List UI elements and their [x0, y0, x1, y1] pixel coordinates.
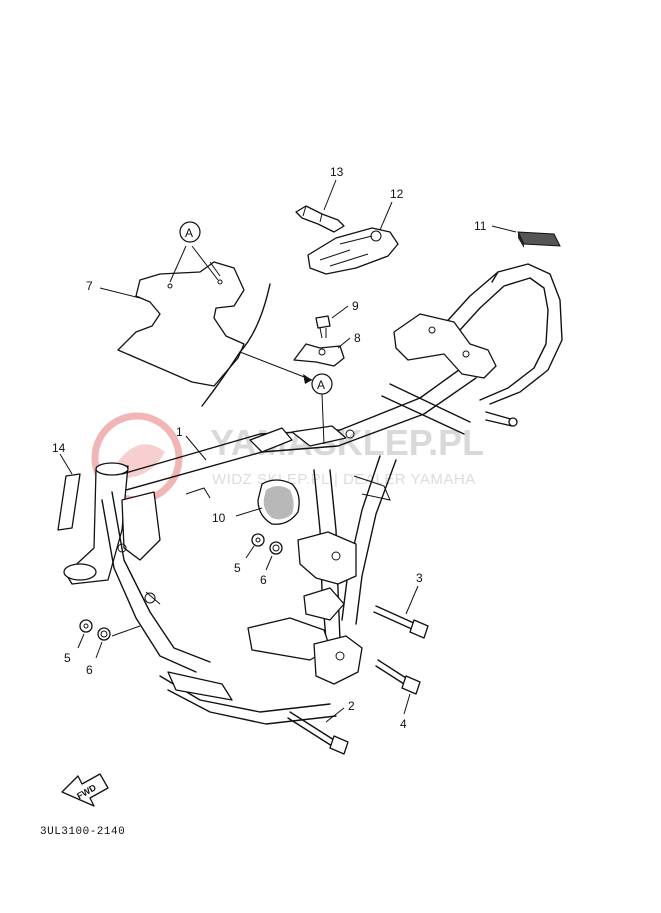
marker-a-bottom: A [311, 373, 333, 445]
callout-3: 3 [416, 571, 423, 585]
part-11-rubber [491, 225, 561, 248]
callout-2: 2 [348, 699, 355, 713]
part-7-plate [99, 245, 245, 387]
part-2-bolt [287, 707, 349, 755]
callout-9: 9 [352, 299, 359, 313]
part-1-frame [63, 263, 563, 725]
part-12-pad [307, 201, 399, 275]
callout-5-lower: 5 [64, 651, 71, 665]
callout-12: 12 [390, 187, 404, 201]
part-13-strap [295, 179, 345, 233]
part-6-washer-upper [265, 541, 283, 571]
part-3-bolt [373, 585, 429, 639]
part-10-insulator [235, 479, 300, 525]
callout-7: 7 [86, 279, 93, 293]
diagram-code: 3UL3100-2140 [40, 826, 125, 838]
part-5-nut-lower [77, 619, 93, 649]
callout-6-lower: 6 [86, 663, 93, 677]
callout-6-upper: 6 [260, 573, 267, 587]
fwd-arrow: FWD [61, 773, 109, 807]
callout-labels: 13 12 11 9 8 7 1 14 10 5 6 5 6 3 4 2 [52, 165, 487, 731]
callout-11: 11 [474, 219, 487, 233]
svg-text:A: A [185, 226, 193, 240]
callout-8: 8 [354, 331, 361, 345]
part-6-washer-lower [95, 625, 141, 659]
part-14-decal [57, 453, 81, 531]
part-8-bracket [293, 337, 351, 367]
callout-14: 14 [52, 441, 66, 455]
svg-text:A: A [317, 378, 325, 392]
plate-bracket [201, 283, 313, 407]
callout-10: 10 [212, 511, 226, 525]
callout-13: 13 [330, 165, 344, 179]
marker-a-top: A [179, 221, 201, 243]
part-5-nut-upper [245, 533, 265, 559]
callout-1: 1 [176, 425, 183, 439]
callout-4: 4 [400, 717, 407, 731]
callout-5-upper: 5 [234, 561, 241, 575]
watermark-tagline: WIDZ SKLEP.PL | DEALER YAMAHA [212, 471, 476, 488]
part-4-bolt [375, 659, 421, 715]
part-9-bolt [315, 305, 349, 339]
